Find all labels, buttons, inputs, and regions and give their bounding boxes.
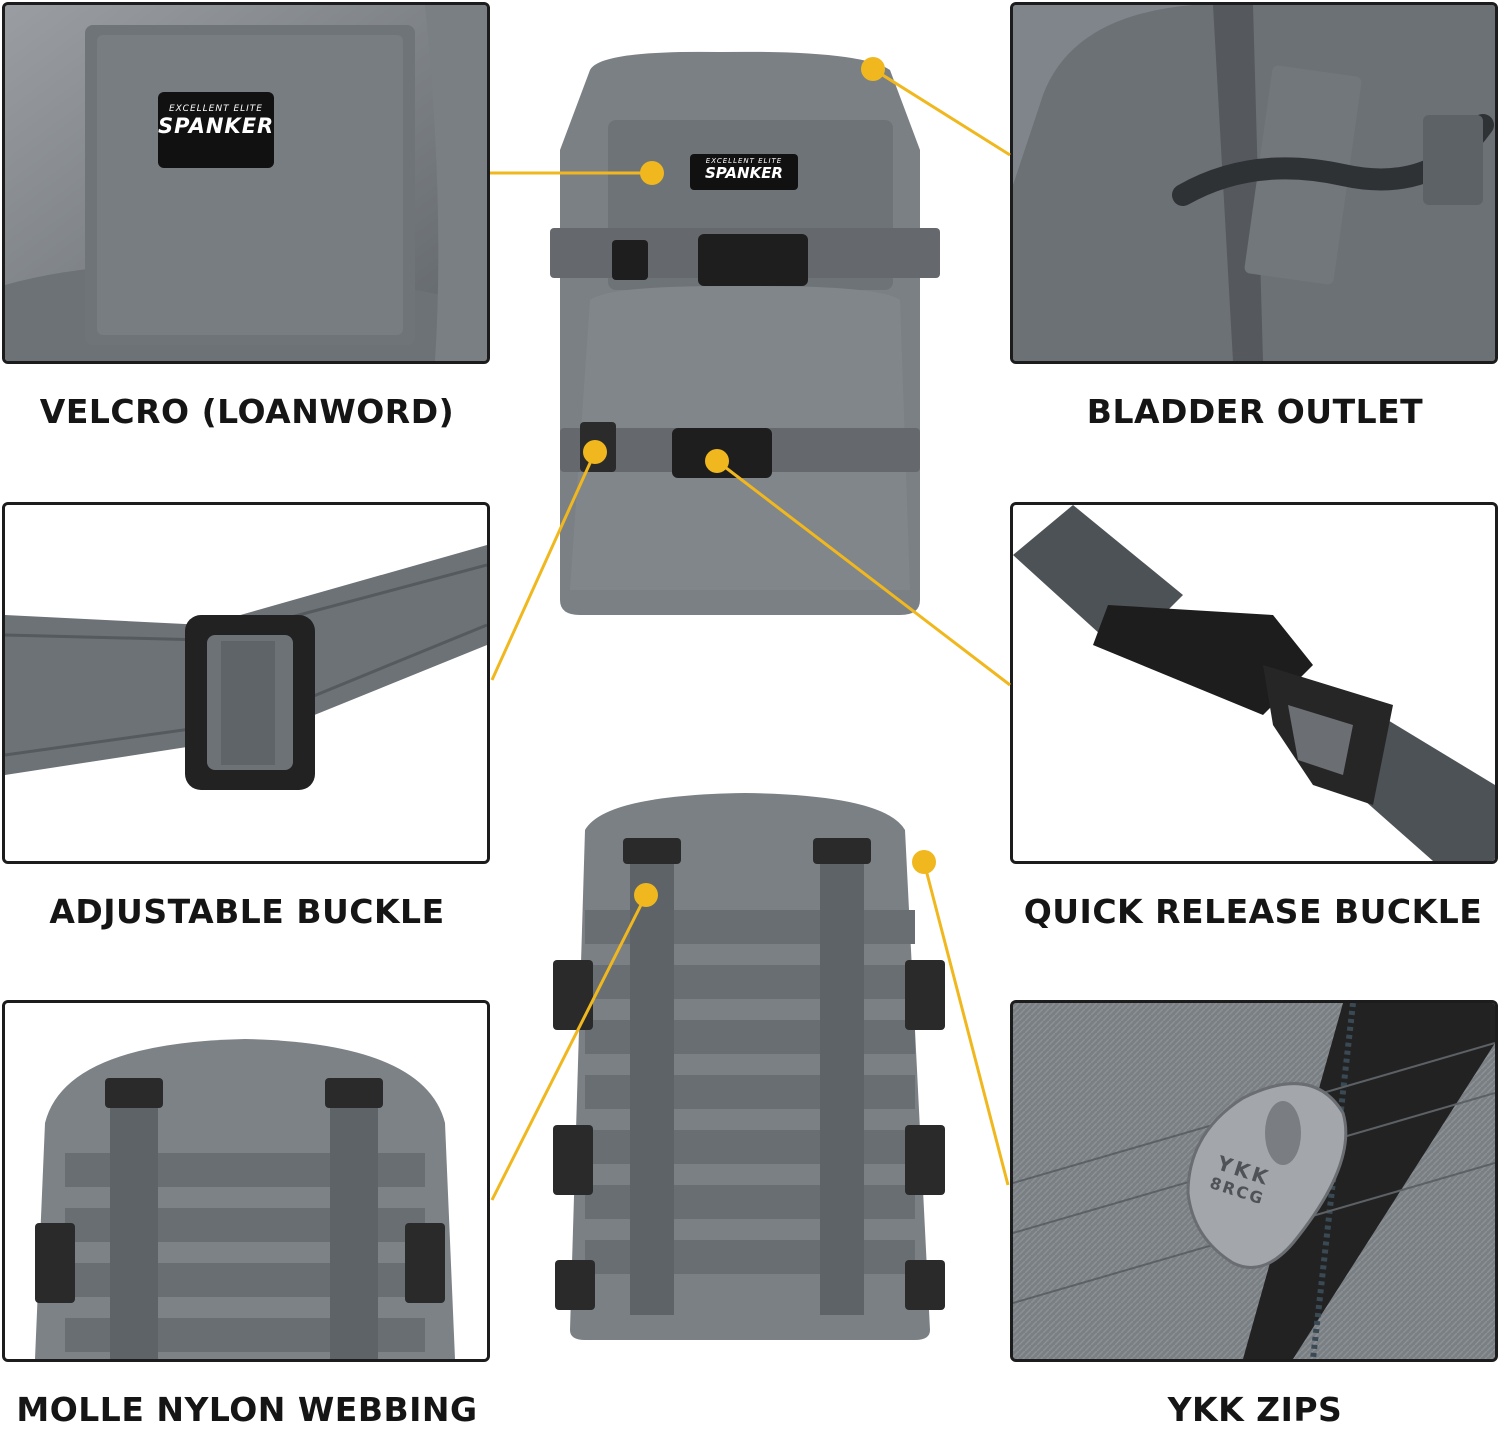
patch-main-text: SPANKER xyxy=(158,114,275,138)
bladder-outlet-photo-panel xyxy=(1010,2,1498,364)
backpack-back-photo xyxy=(553,793,945,1340)
front-patch-main-text: SPANKER xyxy=(704,164,783,182)
caption-quick-release-buckle: QUICK RELEASE BUCKLE xyxy=(1023,892,1483,931)
backpack-front-photo xyxy=(550,51,940,616)
front-brand-patch: EXCELLENT ELITE SPANKER xyxy=(690,154,798,190)
caption-ykk-zips: YKK ZIPS xyxy=(1167,1390,1343,1429)
velcro-photo xyxy=(5,5,487,361)
quick-release-buckle-photo-panel xyxy=(1010,502,1498,864)
quick-release-buckle-photo xyxy=(1013,505,1495,861)
adjustable-buckle-photo-panel xyxy=(2,502,490,864)
molle-webbing-photo-panel xyxy=(2,1000,490,1362)
caption-bladder-outlet: BLADDER OUTLET xyxy=(1086,392,1424,431)
adjustable-buckle-photo xyxy=(5,505,487,861)
caption-molle-webbing: MOLLE NYLON WEBBING xyxy=(16,1390,478,1429)
velcro-photo-panel xyxy=(2,2,490,364)
patch-top-text: EXCELLENT ELITE xyxy=(168,104,263,114)
bladder-outlet-photo xyxy=(1013,5,1495,361)
ykk-zips-photo xyxy=(1013,1003,1495,1359)
molle-webbing-photo xyxy=(5,1003,487,1359)
front-patch-top-text: EXCELLENT ELITE xyxy=(705,157,783,165)
caption-adjustable-buckle: ADJUSTABLE BUCKLE xyxy=(49,892,445,931)
caption-velcro: VELCRO (LOANWORD) xyxy=(39,392,455,431)
ykk-zips-photo-panel xyxy=(1010,1000,1498,1362)
velcro-brand-patch: EXCELLENT ELITE SPANKER xyxy=(158,92,274,168)
